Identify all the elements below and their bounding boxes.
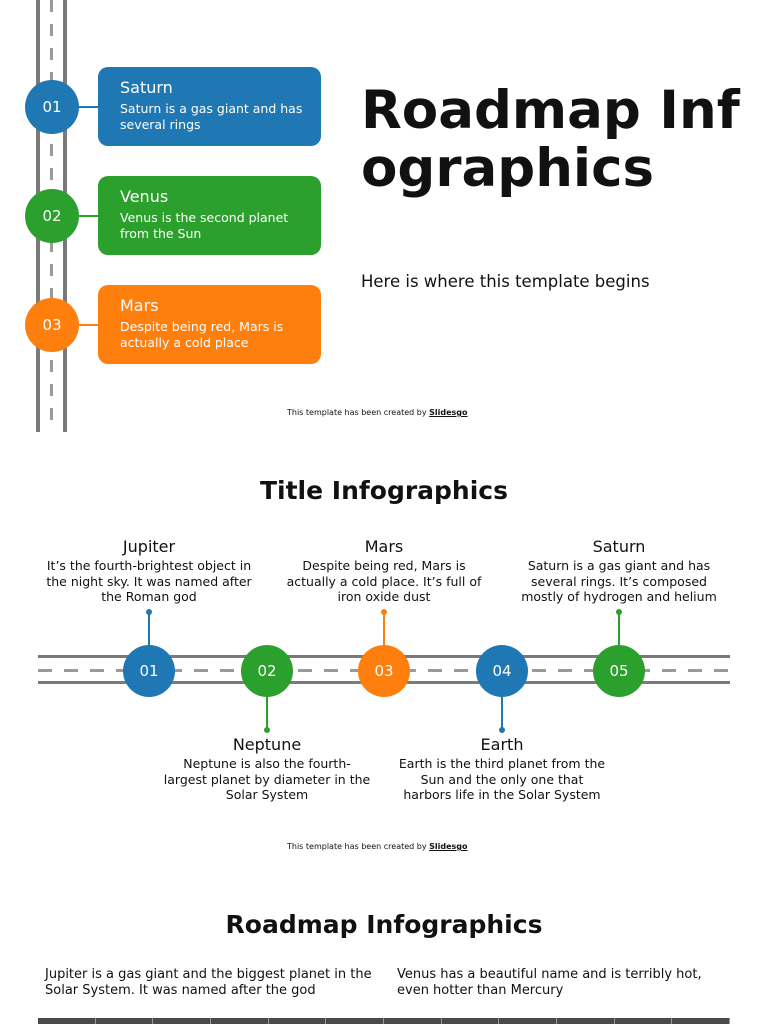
connector-line <box>78 215 100 217</box>
milestone-description: Earth is the third planet from the Sun a… <box>398 756 606 802</box>
milestone-label-mars: Mars Despite being red, Mars is actually… <box>279 537 489 605</box>
step-card-venus: Venus Venus is the second planet from th… <box>98 176 321 255</box>
milestone-label-jupiter: Jupiter It’s the fourth-brightest object… <box>44 537 254 605</box>
page-subtitle: Here is where this template begins <box>361 272 650 291</box>
milestone-label-saturn: Saturn Saturn is a gas giant and has sev… <box>514 537 724 605</box>
right-paragraph: Venus has a beautiful name and is terrib… <box>397 967 702 998</box>
connector-dot <box>264 727 270 733</box>
step-card-saturn: Saturn Saturn is a gas giant and has sev… <box>98 67 321 146</box>
slide-3: Roadmap Infographics Jupiter is a gas gi… <box>0 884 768 1024</box>
step-node-03: 03 <box>25 298 79 352</box>
connector-stem <box>501 696 503 730</box>
milestone-node-03: 03 <box>358 645 410 697</box>
slide-2: Title Infographics 01 Jupiter It’s the f… <box>0 442 768 874</box>
connector-stem <box>383 612 385 646</box>
milestone-node-05: 05 <box>593 645 645 697</box>
credit-link[interactable]: Slidesgo <box>429 408 468 417</box>
milestone-description: It’s the fourth-brightest object in the … <box>46 558 252 604</box>
credit-link[interactable]: Slidesgo <box>429 842 468 851</box>
milestone-node-04: 04 <box>476 645 528 697</box>
page-title: Roadmap Infographics <box>361 80 740 199</box>
milestone-title: Saturn <box>592 537 646 556</box>
connector-stem <box>618 612 620 646</box>
connector-line <box>78 324 100 326</box>
step-description: Saturn is a gas giant and has several ri… <box>120 101 303 132</box>
milestone-description: Despite being red, Mars is actually a co… <box>286 558 482 604</box>
left-paragraph: Jupiter is a gas giant and the biggest p… <box>45 967 372 998</box>
step-title: Venus <box>120 187 169 206</box>
slide-title: Title Infographics <box>259 476 508 505</box>
connector-dot <box>146 609 152 615</box>
slide-1: 01 Saturn Saturn is a gas giant and has … <box>0 0 768 432</box>
step-node-02: 02 <box>25 189 79 243</box>
milestone-description: Saturn is a gas giant and has several ri… <box>521 558 717 604</box>
step-description: Despite being red, Mars is actually a co… <box>120 319 284 350</box>
credit-line: This template has been created by Slides… <box>287 842 468 851</box>
connector-dot <box>499 727 505 733</box>
step-card-mars: Mars Despite being red, Mars is actually… <box>98 285 321 364</box>
step-node-01: 01 <box>25 80 79 134</box>
milestone-title: Mars <box>364 537 404 556</box>
milestone-node-02: 02 <box>241 645 293 697</box>
roadmap-table-header <box>38 1018 731 1024</box>
milestone-label-neptune: Neptune Neptune is also the fourth-large… <box>162 735 372 803</box>
milestone-node-01: 01 <box>123 645 175 697</box>
step-description: Venus is the second planet from the Sun <box>120 210 289 241</box>
milestone-title: Neptune <box>232 735 302 754</box>
connector-stem <box>266 696 268 730</box>
connector-dot <box>381 609 387 615</box>
connector-stem <box>148 612 150 646</box>
slide-title: Roadmap Infographics <box>225 910 543 939</box>
credit-line: This template has been created by Slides… <box>287 408 468 417</box>
milestone-title: Earth <box>480 735 524 754</box>
step-title: Saturn <box>120 78 173 97</box>
connector-line <box>78 106 100 108</box>
milestone-title: Jupiter <box>122 537 176 556</box>
credit-prefix: This template has been created by <box>287 408 427 417</box>
credit-prefix: This template has been created by <box>287 842 427 851</box>
step-title: Mars <box>120 296 159 315</box>
connector-dot <box>616 609 622 615</box>
milestone-description: Neptune is also the fourth-largest plane… <box>163 756 371 802</box>
milestone-label-earth: Earth Earth is the third planet from the… <box>397 735 607 803</box>
